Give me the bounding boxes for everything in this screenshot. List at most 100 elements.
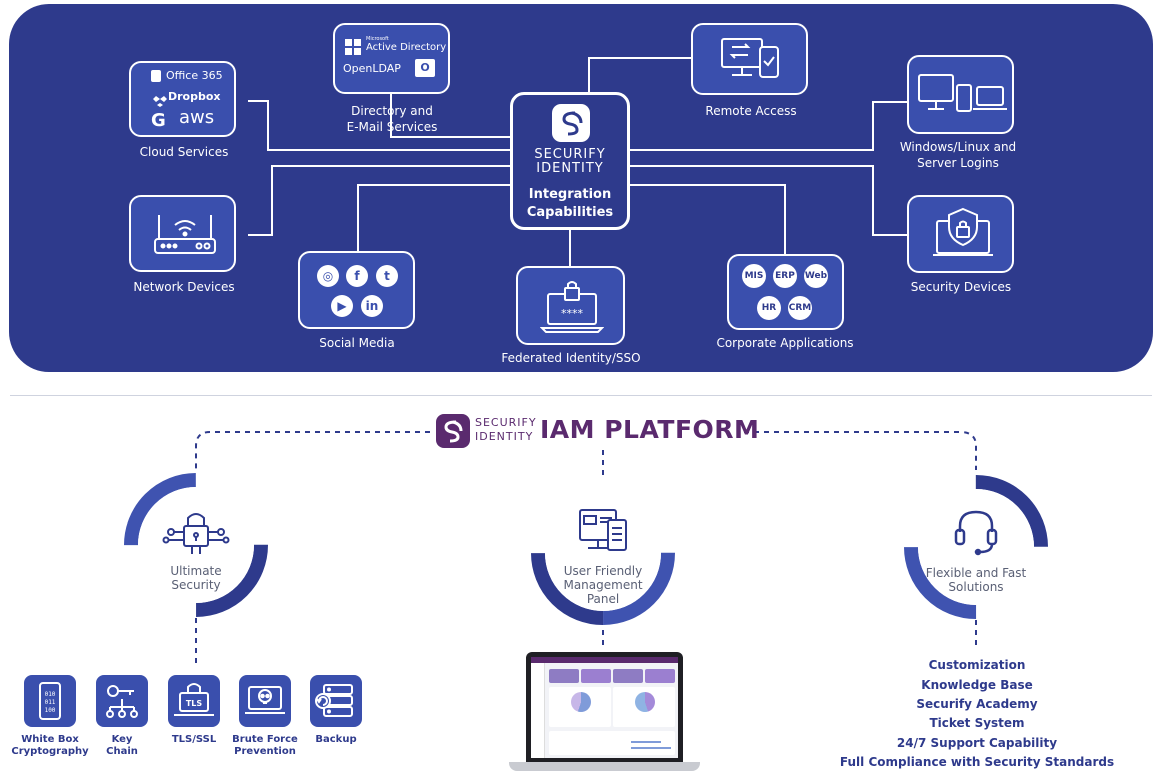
white-box-crypto-line1: White Box <box>21 734 79 745</box>
cloud-services-label: Cloud Services <box>139 145 229 159</box>
tls-lock-icon: TLS <box>174 683 214 716</box>
linkedin-icon: in <box>361 295 383 317</box>
ultimate-security-line1: Ultimate <box>170 564 222 578</box>
connector-windows <box>630 101 907 151</box>
white-box-crypto-line2: Cryptography <box>11 746 89 757</box>
app-mis-pill: MIS <box>742 264 766 288</box>
instagram-icon: ◎ <box>317 265 339 287</box>
management-panel-ring <box>531 481 675 625</box>
backup-server-icon <box>315 684 353 717</box>
tls-ssl-line1: TLS/SSL <box>171 734 217 745</box>
twitter-icon: t <box>376 265 398 287</box>
windows-logo-icon <box>345 39 361 55</box>
center-title-line2: Capabilities <box>526 205 614 220</box>
flexible-solutions-line2: Solutions <box>948 580 1004 594</box>
service-item: Knowledge Base <box>921 678 1033 692</box>
remote-access-label: Remote Access <box>705 104 797 118</box>
management-panel-line1: User Friendly <box>563 564 643 578</box>
iam-brand-bottom: IDENTITY <box>475 430 534 443</box>
center-brand-bottom: IDENTITY <box>536 161 604 176</box>
google-icon: G <box>151 110 166 131</box>
corporate-apps-label: Corporate Applications <box>716 336 854 350</box>
brute-force-line2: Prevention <box>234 746 296 757</box>
directory-ad-small: Microsoft <box>366 36 389 42</box>
dashboard-devices-icon <box>579 509 627 551</box>
connector-social <box>357 184 510 251</box>
management-panel-line2: Management <box>563 578 643 592</box>
network-devices-box <box>129 195 236 272</box>
social-media-label: Social Media <box>319 336 395 350</box>
router-icon <box>154 215 216 254</box>
brute-force-box <box>239 675 291 727</box>
service-item: Customization <box>928 658 1026 672</box>
security-devices-label: Security Devices <box>910 280 1012 294</box>
circuit-lock-icon <box>162 513 230 554</box>
security-shield-icon <box>933 207 993 256</box>
devices-icon <box>918 74 1007 112</box>
brute-force-line1: Brute Force <box>232 734 298 745</box>
federated-identity-label: Federated Identity/SSO <box>501 351 641 365</box>
app-erp-pill: ERP <box>773 264 797 288</box>
center-title-line1: Integration <box>528 187 612 202</box>
key-chain-line1: Key <box>111 734 133 745</box>
laptop-base <box>509 762 700 771</box>
securify-logo-icon <box>552 104 590 142</box>
connector-remote <box>588 57 691 93</box>
facebook-icon: f <box>346 265 368 287</box>
backup-box <box>310 675 362 727</box>
svg-text:****: **** <box>561 307 584 320</box>
flexible-solutions-line1: Flexible and Fast <box>925 566 1027 580</box>
management-panel-line3: Panel <box>586 592 620 606</box>
directory-label-line2: E-Mail Services <box>346 120 438 134</box>
cloud-aws-text: aws <box>179 107 215 128</box>
tls-ssl-box: TLS <box>168 675 220 727</box>
iam-logo-icon <box>436 414 470 448</box>
headset-icon <box>954 510 998 556</box>
key-chain-box <box>96 675 148 727</box>
skull-laptop-icon <box>245 686 285 714</box>
backup-line1: Backup <box>315 734 357 745</box>
connector-corporate <box>630 184 786 254</box>
app-web-pill: Web <box>804 264 828 288</box>
youtube-icon: ▶ <box>331 295 353 317</box>
service-item: 24/7 Support Capability <box>896 736 1058 750</box>
connector-lines <box>248 57 907 266</box>
remote-access-icon <box>721 38 779 78</box>
service-item: Full Compliance with Security Standards <box>839 755 1115 769</box>
security-devices-box <box>907 195 1014 273</box>
laptop-lock-icon: **** <box>540 281 604 333</box>
directory-box: Microsoft Active Directory OpenLDAP O <box>333 23 450 94</box>
svg-text:011: 011 <box>45 699 56 706</box>
windows-logins-label-line2: Server Logins <box>917 156 999 170</box>
flexible-solutions-ring <box>904 475 1048 619</box>
pie-chart-icon-1 <box>571 692 591 712</box>
connector-directory <box>390 94 510 138</box>
pie-chart-icon-2 <box>635 692 655 712</box>
app-hr-pill: HR <box>757 296 781 320</box>
outlook-icon: O <box>415 59 435 77</box>
remote-access-box <box>691 23 808 95</box>
section-divider <box>10 395 1152 396</box>
connector-cloud <box>248 100 510 151</box>
connector-network <box>248 165 510 236</box>
key-chain-line2: Chain <box>106 746 138 757</box>
social-media-box: ◎ f t ▶ in <box>298 251 415 329</box>
iam-platform-title: IAM PLATFORM <box>540 415 760 444</box>
directory-label-line1: Directory and <box>351 104 433 118</box>
integration-center-box: SECURIFY IDENTITY Integration Capabiliti… <box>510 92 630 230</box>
cloud-office-text: Office 365 <box>166 69 223 82</box>
iam-brand-top: SECURIFY <box>475 416 537 429</box>
dropbox-icon <box>153 92 167 107</box>
app-crm-pill: CRM <box>788 296 812 320</box>
svg-text:100: 100 <box>45 707 56 714</box>
center-brand-top: SECURIFY <box>534 147 606 162</box>
connector-security <box>630 165 907 236</box>
directory-ldap-text: OpenLDAP <box>343 62 401 75</box>
cloud-services-box: Office 365 Dropbox G aws <box>129 61 236 137</box>
service-item: Ticket System <box>929 716 1025 730</box>
directory-ad-text: Active Directory <box>366 42 447 53</box>
windows-logins-label-line1: Windows/Linux and <box>899 140 1017 154</box>
